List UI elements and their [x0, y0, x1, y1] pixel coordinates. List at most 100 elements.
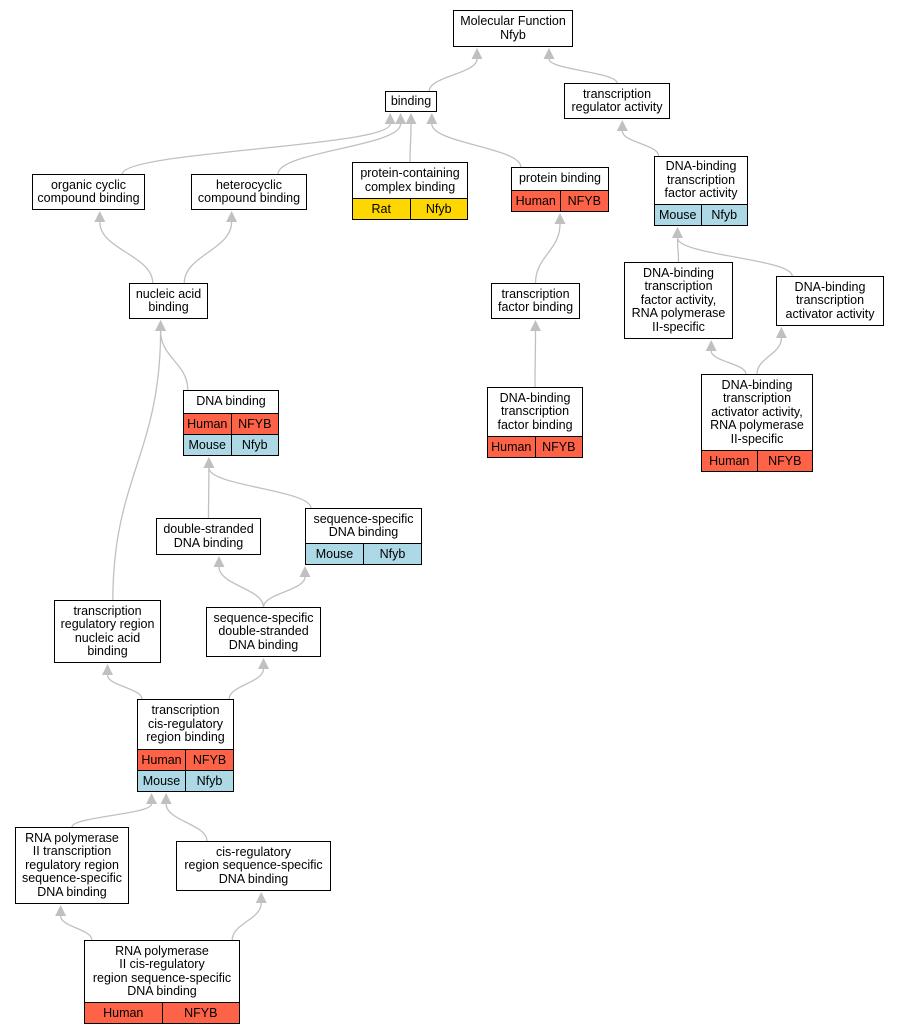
- arrowhead-tfb-to-pb: [554, 213, 566, 224]
- species-cell: Human: [187, 417, 228, 431]
- edge-pb-to-bind: [431, 123, 522, 168]
- arrowhead-ssdb-to-dnab: [203, 457, 215, 468]
- edge-pcc-to-bind: [409, 123, 412, 163]
- node-label: double-stranded DNA binding: [163, 522, 254, 550]
- arrowhead-trr-to-nab: [155, 320, 167, 331]
- edge-dnab-to-nab: [159, 330, 189, 391]
- edge-bind-to-mf: [428, 58, 478, 92]
- node-transcription-factor-binding[interactable]: transcription factor binding: [491, 283, 580, 319]
- species-row: Rat Nfyb: [353, 198, 467, 219]
- node-rna-pol-ii-cis-regulatory-region-binding[interactable]: RNA polymerase II cis-regulatory region …: [84, 940, 240, 1024]
- node-label: nucleic acid binding: [135, 286, 202, 314]
- edge-ssds-to-ssdb: [262, 576, 306, 608]
- species-row: Human NFYB: [488, 436, 582, 457]
- node-dna-binding[interactable]: DNA binding Human NFYB Mouse Nfyb: [183, 390, 279, 456]
- node-label: heterocyclic compound binding: [197, 177, 301, 205]
- node-transcription-regulatory-region-nucleic-acid-binding[interactable]: transcription regulatory region nucleic …: [54, 600, 161, 663]
- arrowhead-tcrr-to-trr: [102, 664, 113, 675]
- arrowhead-rp2c-to-rp2: [55, 905, 67, 916]
- node-molecular-function[interactable]: Molecular Function Nfyb: [453, 10, 573, 47]
- edge-dtfb-to-tfb: [534, 330, 537, 388]
- arrowhead-nab-to-hcb: [226, 211, 238, 222]
- edge-tcrr-to-ssds: [228, 668, 265, 700]
- node-label: protein binding: [518, 171, 601, 186]
- node-nucleic-acid-binding[interactable]: nucleic acid binding: [129, 283, 208, 319]
- node-protein-binding[interactable]: protein binding Human NFYB: [511, 167, 609, 212]
- arrowhead-ssds-to-ssdb: [299, 566, 311, 577]
- node-label: sequence-specific DNA binding: [313, 511, 414, 539]
- node-label: RNA polymerase II cis-regulatory region …: [92, 943, 232, 998]
- edge-ssds-to-dsdb: [218, 566, 265, 608]
- node-dna-binding-tf-activity-rna-pol-ii[interactable]: DNA-binding transcription factor activit…: [624, 262, 733, 339]
- node-protein-containing-complex-binding[interactable]: protein-containing complex binding Rat N…: [352, 162, 468, 220]
- arrowhead-dtap-to-dtaa: [775, 327, 787, 338]
- node-dna-binding-transcription-factor-activity[interactable]: DNA-binding transcription factor activit…: [654, 156, 748, 226]
- species-row: Human NFYB: [702, 450, 812, 471]
- edge-ocb-to-bind: [121, 123, 391, 175]
- edge-nab-to-hcb: [183, 221, 233, 284]
- gene-cell: NFYB: [230, 414, 279, 434]
- species-row: Human NFYB: [512, 190, 608, 211]
- gene-cell: Nfyb: [363, 544, 421, 564]
- node-double-stranded-dna-binding[interactable]: double-stranded DNA binding: [156, 518, 261, 555]
- arrowhead-ssds-to-dsdb: [213, 556, 225, 567]
- edge-trr-to-nab: [112, 330, 162, 601]
- arrowhead-dtaa-to-dtfa: [672, 227, 683, 238]
- gene-cell: NFYB: [185, 750, 233, 770]
- node-dna-binding-transcription-activator-activity[interactable]: DNA-binding transcription activator acti…: [776, 276, 884, 326]
- arrowhead-nab-to-ocb: [94, 211, 106, 222]
- species-row: Mouse Nfyb: [184, 434, 278, 455]
- node-label: transcription cis-regulatory region bind…: [146, 703, 225, 745]
- arrowhead-crss-to-tcrr: [160, 793, 172, 804]
- species-cell: Rat: [371, 202, 391, 216]
- edge-rp2c-to-rp2: [59, 915, 93, 941]
- node-label: cis-regulatory region sequence-specific …: [184, 844, 323, 886]
- species-row: Mouse Nfyb: [655, 204, 747, 225]
- edge-ssdb-to-dnab: [208, 467, 312, 509]
- edge-rp2c-to-crss: [231, 902, 262, 941]
- species-cell: Human: [491, 440, 532, 454]
- arrowhead-pb-to-bind: [426, 113, 438, 124]
- node-label: DNA-binding transcription factor binding: [497, 390, 573, 432]
- gene-cell: Nfyb: [230, 435, 279, 455]
- node-label: organic cyclic compound binding: [37, 177, 140, 205]
- edge-tfb-to-pb: [534, 223, 561, 284]
- node-heterocyclic-compound-binding[interactable]: heterocyclic compound binding: [191, 174, 307, 210]
- node-dna-binding-transcription-factor-binding[interactable]: DNA-binding transcription factor binding…: [487, 387, 583, 458]
- node-transcription-cis-regulatory-region-binding[interactable]: transcription cis-regulatory region bind…: [137, 699, 234, 792]
- species-cell: Mouse: [658, 208, 697, 222]
- edge-tra-to-mf: [548, 58, 618, 84]
- edge-nab-to-ocb: [99, 221, 154, 284]
- arrowhead-dtap-to-dtfp: [705, 340, 717, 351]
- species-cell: Human: [709, 454, 750, 468]
- node-label: transcription regulator activity: [571, 86, 663, 114]
- node-cis-regulatory-region-sequence-specific-dna-binding[interactable]: cis-regulatory region sequence-specific …: [176, 841, 331, 891]
- edge-dtap-to-dtfp: [710, 350, 747, 375]
- gene-cell: Nfyb: [409, 199, 468, 219]
- node-rna-pol-ii-transcription-regulatory-region-binding[interactable]: RNA polymerase II transcription regulato…: [15, 827, 129, 904]
- edge-dtfp-to-dtfa: [676, 237, 680, 263]
- arrowhead-dtfa-to-tra: [616, 120, 628, 131]
- arrowhead-pcc-to-bind: [405, 113, 417, 124]
- gene-cell: Nfyb: [185, 771, 233, 791]
- node-transcription-regulator-activity[interactable]: transcription regulator activity: [564, 83, 670, 119]
- species-row: Mouse Nfyb: [306, 543, 421, 564]
- gene-cell: NFYB: [161, 1003, 240, 1023]
- node-label: Molecular Function Nfyb: [460, 14, 566, 42]
- node-binding[interactable]: binding: [385, 91, 437, 112]
- species-cell: Mouse: [188, 438, 227, 452]
- edge-rp2-to-tcrr: [71, 803, 153, 828]
- node-dna-binding-activator-activity-rna-pol-ii[interactable]: DNA-binding transcription activator acti…: [701, 374, 813, 472]
- node-sequence-specific-dna-binding[interactable]: sequence-specific DNA binding Mouse Nfyb: [305, 508, 422, 565]
- edge-hcb-to-bind: [277, 123, 402, 175]
- arrowhead-rp2-to-tcrr: [146, 793, 158, 804]
- node-label: transcription factor binding: [497, 286, 574, 314]
- node-label: transcription regulatory region nucleic …: [60, 603, 155, 658]
- gene-cell: NFYB: [559, 191, 609, 211]
- node-organic-cyclic-compound-binding[interactable]: organic cyclic compound binding: [32, 174, 145, 210]
- node-sequence-specific-double-stranded-dna-binding[interactable]: sequence-specific double-stranded DNA bi…: [206, 607, 321, 657]
- edge-dtaa-to-dtfa: [676, 237, 793, 277]
- edge-tcrr-to-trr: [106, 674, 143, 700]
- gene-cell: NFYB: [756, 451, 813, 471]
